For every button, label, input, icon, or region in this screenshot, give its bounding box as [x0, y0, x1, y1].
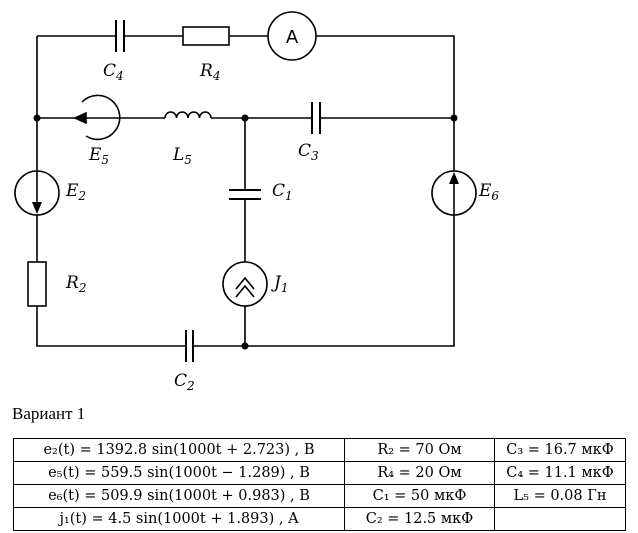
label-c3: C3: [298, 141, 319, 163]
table-cell: R₂ = 70 Ом: [344, 438, 495, 462]
wire-top: [37, 35, 455, 118]
label-l5: L5: [172, 145, 192, 167]
table-cell: C₂ = 12.5 мкФ: [344, 507, 495, 531]
table-cell: e₆(t) = 509.9 sin(1000t + 0.983) , B: [13, 484, 345, 508]
junction-dots: [33, 114, 458, 350]
label-r4: R4: [199, 61, 220, 83]
capacitor-c4: [115, 20, 125, 52]
variant-title: Вариант 1: [12, 404, 86, 423]
table-cell: R₄ = 20 Ом: [344, 461, 495, 485]
resistor-r2: [27, 261, 47, 307]
table-cell: C₄ = 11.1 мкФ: [494, 461, 626, 485]
label-c4: C4: [103, 61, 124, 83]
table-cell: C₁ = 50 мкФ: [344, 484, 495, 508]
capacitor-c1: [229, 189, 261, 200]
table-row: j₁(t) = 4.5 sin(1000t + 1.893) , A C₂ = …: [13, 507, 626, 531]
label-j1: J1: [271, 273, 288, 295]
source-e6: [431, 170, 477, 216]
table-cell: C₃ = 16.7 мкФ: [494, 438, 626, 462]
table-row: e₆(t) = 509.9 sin(1000t + 0.983) , B C₁ …: [13, 484, 626, 508]
label-r2: R2: [65, 273, 86, 295]
parameters-table: e₂(t) = 1392.8 sin(1000t + 2.723) , B R₂…: [13, 438, 626, 531]
inductor-l5: [164, 111, 212, 119]
wire-middle: [37, 117, 455, 172]
table-row: e₅(t) = 559.5 sin(1000t − 1.289) , B R₄ …: [13, 461, 626, 485]
label-e2: E2: [65, 181, 86, 203]
table-row: e₂(t) = 1392.8 sin(1000t + 2.723) , B R₂…: [13, 438, 626, 462]
label-e5: E5: [88, 145, 109, 167]
ammeter-label: A: [286, 27, 299, 48]
table-cell: L₅ = 0.08 Гн: [494, 484, 626, 508]
resistor-r4: [182, 26, 230, 46]
label-c2: C2: [174, 371, 195, 393]
table-cell: [494, 507, 626, 531]
table-cell: e₅(t) = 559.5 sin(1000t − 1.289) , B: [13, 461, 345, 485]
table-cell: j₁(t) = 4.5 sin(1000t + 1.893) , A: [13, 507, 345, 531]
label-e6: E6: [478, 181, 499, 203]
wire-left: [36, 36, 455, 347]
ammeter: A: [267, 11, 317, 61]
capacitor-c2: [185, 330, 194, 362]
source-e2: [14, 170, 60, 216]
label-c1: C1: [272, 181, 293, 203]
circuit-diagram: A: [14, 11, 499, 393]
table-cell: e₂(t) = 1392.8 sin(1000t + 2.723) , B: [13, 438, 345, 462]
source-e5: [73, 94, 122, 141]
capacitor-c3: [311, 102, 321, 134]
current-source-j1: [222, 261, 268, 307]
